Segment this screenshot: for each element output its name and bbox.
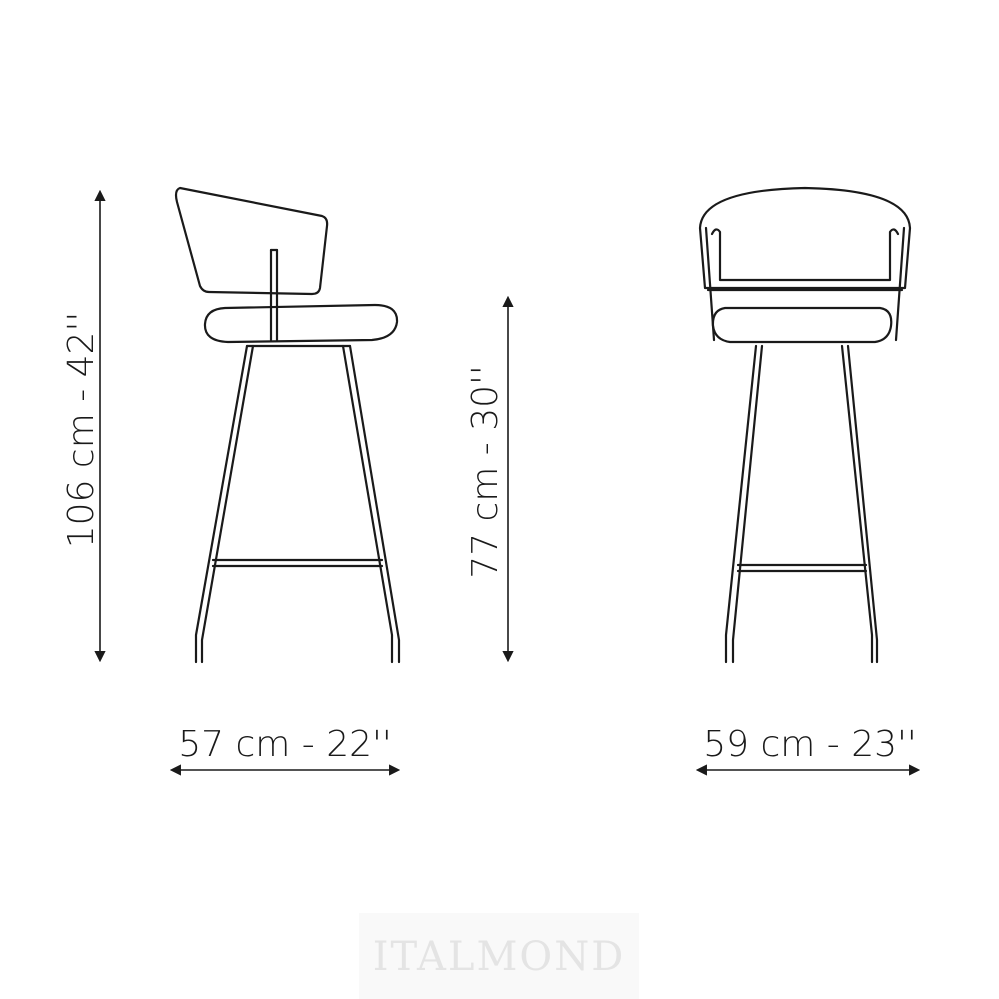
front-right-leg: [840, 344, 879, 664]
watermark-box: [359, 913, 639, 999]
front-backrest-inner: [710, 228, 900, 282]
side-view-stool: [174, 186, 401, 664]
total-height-dimension: 106 cm - 42'': [61, 189, 106, 663]
side-footrest: [211, 558, 384, 568]
side-seat: [203, 303, 399, 344]
side-depth-dimension: 57 cm - 22'': [169, 724, 401, 776]
front-width-label: 59 cm - 23'': [703, 724, 917, 765]
seat-height-dimension: 77 cm - 30'': [465, 295, 514, 663]
front-seat: [711, 306, 893, 344]
front-left-leg: [724, 344, 764, 664]
seat-height-label: 77 cm - 30'': [465, 365, 506, 579]
front-view-stool: [698, 186, 912, 664]
front-backrest: [698, 186, 912, 290]
front-width-dimension: 59 cm - 23'': [695, 724, 921, 776]
watermark: ITALMOND: [359, 913, 639, 999]
total-height-label: 106 cm - 42'': [61, 312, 102, 549]
side-backrest: [174, 186, 329, 296]
front-right-rod: [894, 226, 906, 342]
side-front-leg: [194, 344, 255, 664]
side-depth-label: 57 cm - 22'': [178, 724, 392, 765]
watermark-text: ITALMOND: [373, 934, 626, 980]
side-back-leg: [341, 344, 401, 664]
front-footrest: [736, 563, 868, 573]
